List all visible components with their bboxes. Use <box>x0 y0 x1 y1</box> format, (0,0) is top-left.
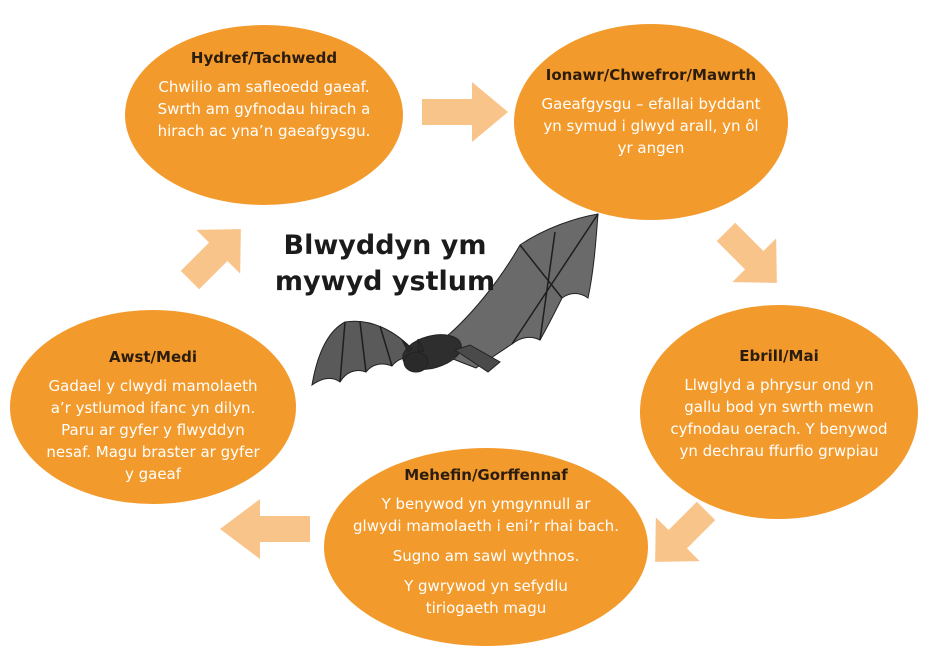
stage-heading: Ebrill/Mai <box>739 347 819 365</box>
diagram-title: Blwyddyn ym mywyd ystlum <box>270 228 500 300</box>
stage-line: Gadael y clwydi mamolaeth <box>48 377 258 395</box>
arrow-to-hydref-icon <box>180 229 241 290</box>
stage-line: y gaeaf <box>124 465 182 483</box>
stage-line: Sugno am sawl wythnos. <box>392 547 580 565</box>
stage-hydref-tachwedd: Hydref/Tachwedd Chwilio am safleoedd gae… <box>125 25 403 205</box>
stage-line: Llwglyd a phrysur ond yn <box>684 376 874 394</box>
stage-line: yn symud i glwyd arall, yn ôl <box>543 117 759 135</box>
stage-awst-medi: Awst/Medi Gadael y clwydi mamolaeth a’r … <box>10 310 296 504</box>
stage-line: nesaf. Magu braster ar gyfer <box>46 443 260 461</box>
stage-line: a’r ystlumod ifanc yn dilyn. <box>50 399 256 417</box>
stage-ebrill-mai: Ebrill/Mai Llwglyd a phrysur ond yn gall… <box>640 305 918 519</box>
stage-line: Y benywod yn ymgynnull ar <box>381 495 591 513</box>
stage-line: gallu bod yn swrth mewn <box>684 398 874 416</box>
stage-line: tiriogaeth magu <box>425 599 547 617</box>
stage-heading: Awst/Medi <box>108 348 198 366</box>
stage-line: Chwilio am safleoedd gaeaf. <box>158 78 370 96</box>
arrow-to-mehefin-icon <box>655 501 716 562</box>
arrow-to-ionawr-icon <box>422 82 508 142</box>
stage-line: glwydi mamolaeth i eni’r rhai bach. <box>353 517 619 535</box>
title-line-1: Blwyddyn ym <box>283 230 487 261</box>
stage-line: Paru ar gyfer y flwyddyn <box>61 421 245 439</box>
arrow-to-awst-icon <box>220 499 310 559</box>
stage-line: Gaeafgysgu – efallai byddant <box>541 95 761 113</box>
title-line-2: mywyd ystlum <box>274 266 496 297</box>
stage-line: Y gwrywod yn sefydlu <box>404 577 568 595</box>
arrow-to-ebrill-icon <box>716 222 777 283</box>
stage-heading: Mehefin/Gorffennaf <box>404 466 568 484</box>
stage-mehefin-gorffennaf: Mehefin/Gorffennaf Y benywod yn ymgynnul… <box>324 448 648 646</box>
stage-ionawr-chwefror-mawrth: Ionawr/Chwefror/Mawrth Gaeafgysgu – efal… <box>514 24 788 220</box>
stage-heading: Ionawr/Chwefror/Mawrth <box>545 66 757 84</box>
stage-line: cyfnodau oerach. Y benywod <box>670 420 888 438</box>
stage-line: yn dechrau ffurfio grwpiau <box>679 442 879 460</box>
stage-line: Swrth am gyfnodau hirach a <box>157 100 371 118</box>
stage-heading: Hydref/Tachwedd <box>190 49 338 67</box>
stage-line: yr angen <box>617 139 685 157</box>
stage-line: hirach ac yna’n gaeafgysgu. <box>157 122 371 140</box>
